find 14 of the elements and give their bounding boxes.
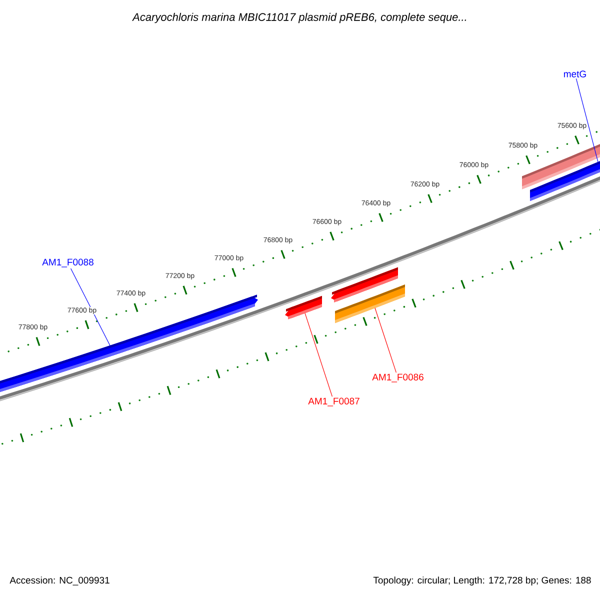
leader-line <box>70 268 110 346</box>
gene-label: AM1_F0087 <box>308 398 360 406</box>
gene-label: metG <box>564 70 586 78</box>
gene-feature <box>335 284 405 324</box>
info-text: Topology: circular; Length: 172,728 bp; Genes: 188 <box>373 576 591 586</box>
leader-line <box>304 312 333 397</box>
info-text: Accession: NC_009931 <box>10 576 110 586</box>
gene-feature <box>530 158 600 202</box>
gene-label: AM1_F0086 <box>372 374 424 382</box>
gene-feature <box>285 296 322 320</box>
leader-line <box>576 78 598 162</box>
title: Acaryochloris marina MBIC11017 plasmid pREB6, complete seque... <box>132 12 466 24</box>
gene-label: AM1_F0088 <box>42 258 94 268</box>
leader-line <box>374 308 396 373</box>
